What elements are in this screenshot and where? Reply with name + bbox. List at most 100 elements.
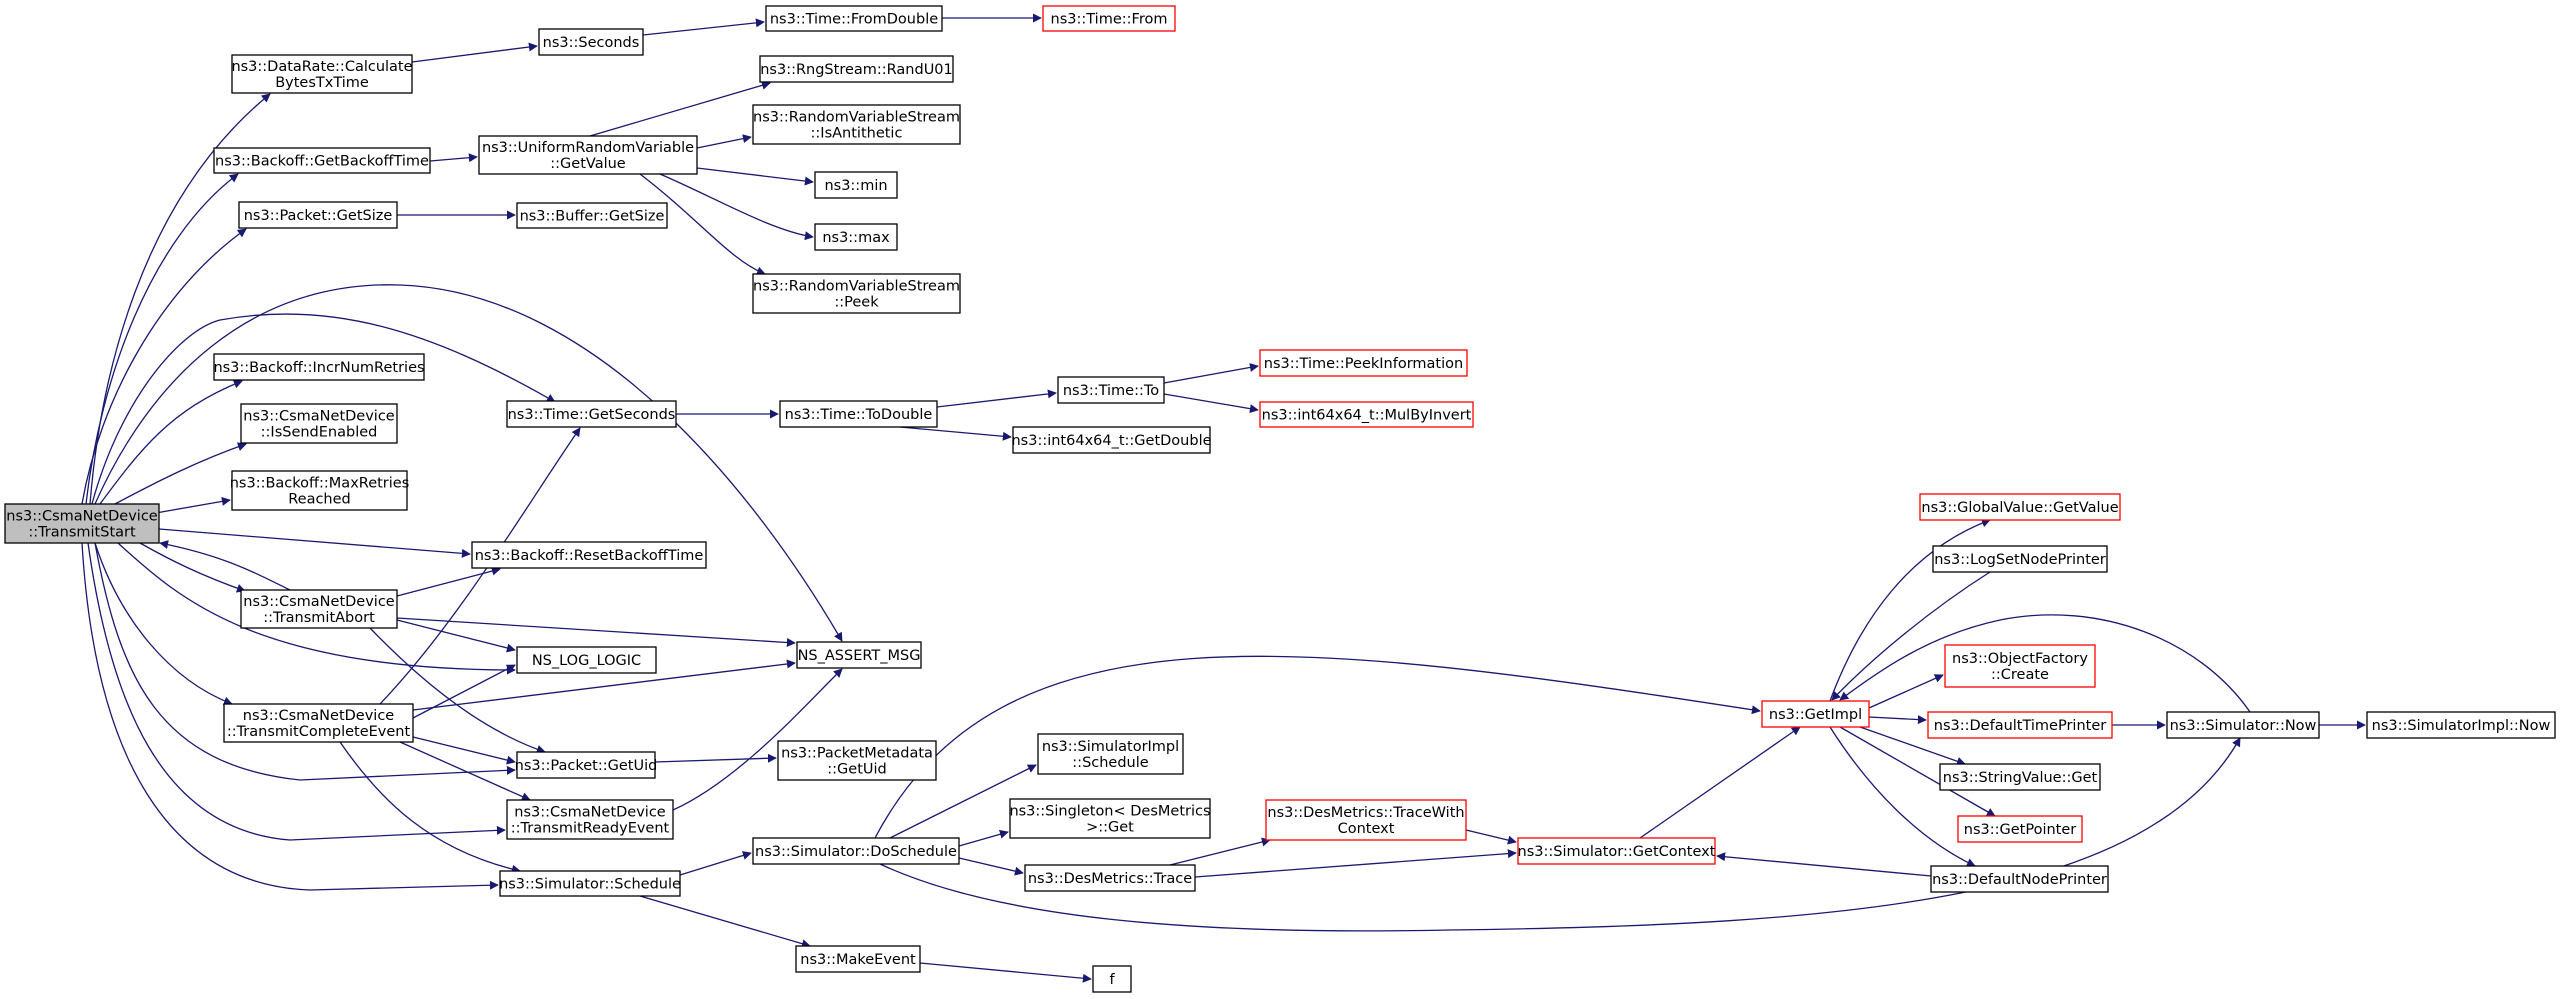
node-label: ns3::Time::PeekInformation [1264,356,1463,372]
node-txcomplete[interactable]: ns3::CsmaNetDevice::TransmitCompleteEven… [223,703,414,743]
node-schedule[interactable]: ns3::Simulator::Schedule [499,870,681,897]
node-timefrom[interactable]: ns3::Time::From [1042,5,1176,32]
node-box [516,646,657,674]
node-label: ns3::Simulator::GetContext [1518,844,1716,860]
node-seconds[interactable]: ns3::Seconds [538,28,644,56]
node-box [213,147,431,174]
edge-uniform-to-peek [639,173,766,276]
node-getbackoff[interactable]: ns3::Backoff::GetBackoffTime [213,147,431,174]
node-resetbackoff[interactable]: ns3::Backoff::ResetBackoffTime [471,541,707,569]
edge-getimpl-to-deftimeprinter [1868,715,1927,725]
edge-txready-to-assert [672,668,843,811]
edge-root-to-assert [94,284,843,642]
node-txabort[interactable]: ns3::CsmaNetDevice::TransmitAbort [240,589,398,629]
node-stringvalue[interactable]: ns3::StringValue::Get [1939,763,2101,791]
node-box [1265,799,1467,841]
edge-txabort-to-assert [396,617,796,647]
node-txready[interactable]: ns3::CsmaNetDevice::TransmitReadyEvent [506,799,674,840]
node-box [814,171,898,199]
node-label: ::Peek [834,295,879,311]
node-getcontext[interactable]: ns3::Simulator::GetContext [1517,837,1716,865]
node-label: ns3::int64x64_t::GetDouble [1011,433,1211,449]
node-nslog[interactable]: NS_LOG_LOGIC [516,646,657,674]
node-singleton[interactable]: ns3::Singleton< DesMetrics>::Get [1009,798,1211,839]
edge-root-to-txready [87,542,506,841]
node-box [1042,5,1176,32]
node-makeevent[interactable]: ns3::MakeEvent [795,945,921,973]
node-todouble[interactable]: ns3::Time::ToDouble [779,400,938,428]
edge-getimpl-to-gvgetvalue [1829,518,1991,702]
node-label: ns3::DesMetrics::TraceWith [1267,805,1464,821]
node-label: ns3::Backoff::ResetBackoffTime [475,548,704,564]
node-box [1037,733,1184,775]
node-bufgetsize[interactable]: ns3::Buffer::GetSize [516,202,668,229]
node-doschedule[interactable]: ns3::Simulator::DoSchedule [752,837,960,865]
edge-todouble-to-getdouble [899,426,1012,441]
node-isanti[interactable]: ns3::RandomVariableStream::IsAntithetic [752,104,961,145]
node-box [240,589,398,629]
edge-root-to-issend [114,442,247,505]
node-label: ns3::Time::From [1051,12,1168,28]
node-getuid[interactable]: ns3::Packet::GetUid [515,751,658,779]
node-label: ns3::StringValue::Get [1943,770,2098,786]
node-label: ns3::CsmaNetDevice [6,509,158,525]
node-max[interactable]: ns3::max [814,223,898,251]
node-box [4,503,160,544]
node-issend[interactable]: ns3::CsmaNetDevice::IsSendEnabled [240,403,398,444]
node-box [499,870,681,897]
edge-doschedule-to-getimpl [874,655,1761,839]
node-peek[interactable]: ns3::RandomVariableStream::Peek [752,273,961,314]
node-assert[interactable]: NS_ASSERT_MSG [796,641,922,669]
node-label: ns3::Backoff::MaxRetries [230,476,410,492]
node-destrace[interactable]: ns3::DesMetrics::Trace [1024,864,1196,892]
node-f[interactable]: f [1092,965,1132,993]
node-randu01[interactable]: ns3::RngStream::RandU01 [759,55,954,83]
node-mulbyinvert[interactable]: ns3::int64x64_t::MulByInvert [1259,401,1474,428]
node-deftimeprinter[interactable]: ns3::DefaultTimePrinter [1927,711,2113,739]
node-simnow[interactable]: ns3::Simulator::Now [2166,711,2320,739]
node-peekinfo[interactable]: ns3::Time::PeekInformation [1259,349,1468,377]
node-lognodeprinter[interactable]: ns3::LogSetNodePrinter [1932,545,2108,573]
node-incrnum[interactable]: ns3::Backoff::IncrNumRetries [213,353,425,381]
node-box [478,135,698,175]
node-pmgetuid[interactable]: ns3::PacketMetadata::GetUid [777,740,937,781]
edge-tracewith-to-getcontext [1465,829,1517,845]
node-box [1957,815,2083,843]
node-box [1927,711,2113,739]
node-box [759,55,954,83]
node-pktgetsize[interactable]: ns3::Packet::GetSize [238,201,398,229]
node-label: ns3::ObjectFactory [1952,651,2088,667]
node-defnodeprinter[interactable]: ns3::DefaultNodePrinter [1930,865,2109,893]
node-gvgetvalue[interactable]: ns3::GlobalValue::GetValue [1919,493,2121,521]
node-label: ns3::CsmaNetDevice [243,409,395,425]
edge-destrace-to-tracewith [1169,837,1271,866]
edge-schedule-to-doschedule [679,851,752,876]
edge-uniform-to-isanti [696,134,752,149]
edge-getimpl-to-stringvalue [1859,726,1966,766]
node-getdouble[interactable]: ns3::int64x64_t::GetDouble [1011,426,1212,454]
node-label: ns3::int64x64_t::MulByInvert [1262,408,1472,424]
node-box [779,400,938,428]
node-label: ::IsSendEnabled [261,425,378,441]
node-getseconds[interactable]: ns3::Time::GetSeconds [506,400,677,428]
node-label: BytesTxTime [275,75,369,91]
node-box [1919,493,2121,521]
node-label: ::IsAntithetic [811,126,903,142]
node-implschedule[interactable]: ns3::SimulatorImpl::Schedule [1037,733,1184,775]
node-objfactory[interactable]: ns3::ObjectFactory::Create [1944,644,2096,688]
node-uniform[interactable]: ns3::UniformRandomVariable::GetValue [478,135,698,175]
node-timeto[interactable]: ns3::Time::To [1057,376,1165,404]
node-getimpl[interactable]: ns3::GetImpl [1761,700,1870,728]
node-label: ns3::CsmaNetDevice [514,805,666,821]
edge-todouble-to-timeto [936,389,1057,408]
node-label: ns3::RngStream::RandU01 [760,62,953,78]
node-min[interactable]: ns3::min [814,171,898,199]
node-root[interactable]: ns3::CsmaNetDevice::TransmitStart [4,503,160,544]
node-implnow[interactable]: ns3::SimulatorImpl::Now [2366,711,2556,739]
edge-root-to-schedule [81,542,499,891]
node-fromdouble[interactable]: ns3::Time::FromDouble [765,5,943,32]
node-getpointer[interactable]: ns3::GetPointer [1957,815,2083,843]
